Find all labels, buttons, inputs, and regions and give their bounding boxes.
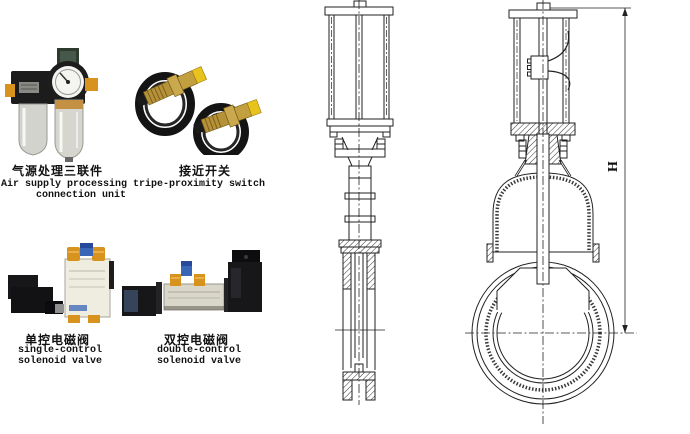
junction-box xyxy=(530,55,549,80)
filter-bowl xyxy=(18,103,48,156)
double-solenoid-shapes xyxy=(122,250,262,316)
double-caption-en-2: solenoid valve xyxy=(157,356,242,367)
single-caption-en-1: single-control xyxy=(18,345,103,356)
valve-body xyxy=(163,283,225,311)
stem-side xyxy=(344,165,376,240)
valve-front-view-drawing: H xyxy=(465,0,637,424)
single-caption-en-2: solenoid valve xyxy=(18,356,103,367)
proximity-switch-photo xyxy=(135,66,262,155)
proximity-switch-2 xyxy=(193,99,262,155)
single-caption-cn: 单控电磁阀 xyxy=(25,333,91,347)
double-caption-cn: 双控电磁阀 xyxy=(164,333,230,347)
body-lug xyxy=(486,243,494,263)
air-tube xyxy=(547,70,571,91)
air-tube xyxy=(547,30,570,62)
dimension-label: H xyxy=(606,161,621,172)
proximity-caption-cn: 接近开关 xyxy=(179,164,232,178)
frl-unit-photo xyxy=(5,48,98,162)
blue-fitting xyxy=(181,261,192,276)
valve-side-view-drawing xyxy=(324,0,394,405)
single-solenoid-shapes xyxy=(8,243,114,323)
air-fitting xyxy=(85,78,98,91)
frl-caption-en-1: Air supply processing tripe- xyxy=(1,179,170,190)
double-solenoid-photo xyxy=(122,250,262,316)
cylinder-actuator-front xyxy=(508,2,578,134)
proximity-switch-1 xyxy=(135,66,208,136)
valve-body-side xyxy=(335,239,385,401)
yoke-and-flange-side xyxy=(334,136,386,167)
frl-caption-en-2: connection unit xyxy=(36,190,127,201)
proximity-caption-en: proximity switch xyxy=(169,179,266,190)
air-fitting xyxy=(5,84,15,97)
cylinder-actuator-side xyxy=(324,0,394,138)
frl-caption-cn: 气源处理三联件 xyxy=(12,164,104,178)
dimension-line-H: H xyxy=(550,7,631,333)
body-lug xyxy=(592,243,600,263)
single-solenoid-photo xyxy=(8,243,114,323)
double-caption-en-1: double-control xyxy=(157,345,242,356)
frl-shapes xyxy=(5,48,98,162)
